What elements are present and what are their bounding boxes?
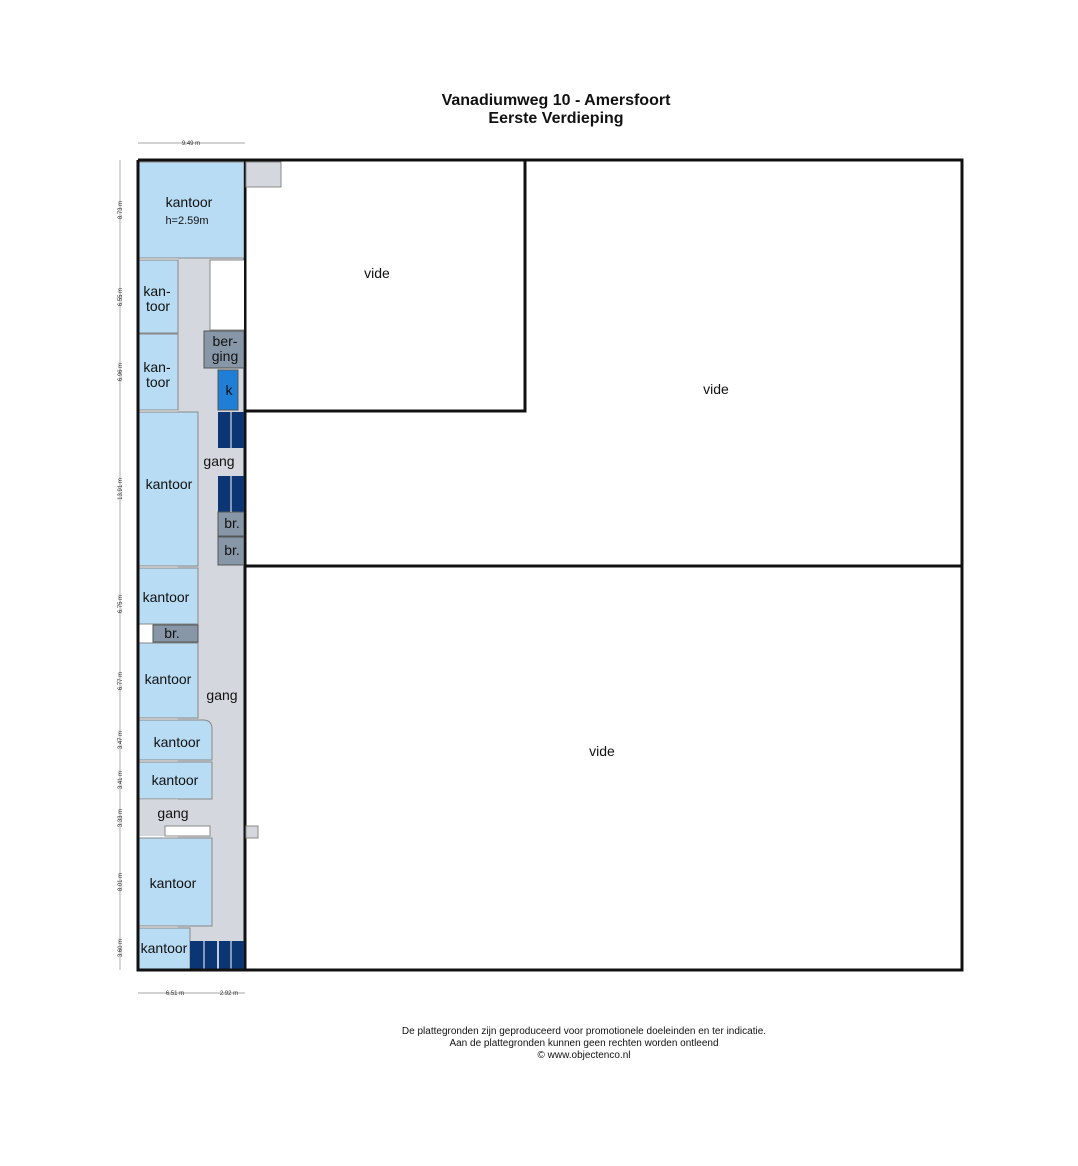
label-bathroom-1: br.	[224, 515, 240, 531]
label-office-3b: toor	[146, 374, 170, 390]
dim-side-8: 3.41 m	[118, 771, 124, 789]
label-office-2b: toor	[146, 298, 170, 314]
label-bathroom-2: br.	[224, 542, 240, 558]
lower-gang-recess	[164, 825, 211, 837]
label-office-top-height: h=2.59m	[165, 215, 208, 227]
label-storage-a: ber-	[213, 333, 238, 349]
label-office-9: kantoor	[150, 875, 197, 891]
office-9	[137, 837, 213, 927]
corridor-bottom-area	[190, 925, 245, 940]
label-bathroom-3: br.	[164, 625, 180, 641]
kitchen	[217, 369, 239, 411]
plan-title: Vanadiumweg 10 - Amersfoort	[441, 92, 671, 109]
bathroom-2	[217, 536, 245, 566]
vide-lower	[243, 564, 964, 972]
dim-top-width: 9.49 m	[182, 141, 200, 147]
label-office-3a: kan-	[143, 359, 171, 375]
dim-side-5: 6.75 m	[118, 595, 124, 613]
label-corridor-upper: gang	[203, 453, 234, 469]
label-storage-b: ging	[212, 348, 238, 364]
office-7	[137, 719, 213, 761]
office-6	[137, 642, 199, 719]
label-office-2a: kan-	[143, 283, 171, 299]
bathroom-3	[152, 624, 199, 643]
label-office-5: kantoor	[143, 589, 190, 605]
dim-side-4: 13.91 m	[118, 478, 124, 500]
dim-side-6: 6.77 m	[118, 672, 124, 690]
label-vide-3: vide	[589, 743, 615, 759]
label-corridor-main: gang	[206, 687, 237, 703]
office-2	[137, 259, 179, 334]
label-office-6: kantoor	[145, 671, 192, 687]
dim-side-11: 3.60 m	[118, 939, 124, 957]
dim-side-1: 8.73 m	[118, 201, 124, 219]
label-office-10: kantoor	[141, 940, 188, 956]
plan-subtitle: Eerste Verdieping	[488, 110, 624, 127]
label-office-top: kantoor	[166, 194, 213, 210]
dim-bottom-left: 6.51 m	[166, 991, 184, 997]
stair-void	[209, 259, 246, 331]
dim-side-9: 3.33 m	[118, 809, 124, 827]
label-office-4: kantoor	[146, 476, 193, 492]
outer-wall-left	[136, 160, 245, 972]
label-vide-1: vide	[364, 265, 390, 281]
dim-side-7: 3.47 m	[118, 731, 124, 749]
dim-bottom-right: 2.92 m	[220, 991, 238, 997]
label-vide-2: vide	[703, 381, 729, 397]
disclaimer-line-1: De plattegronden zijn geproduceerd voor …	[401, 1026, 767, 1037]
office-5	[137, 567, 199, 625]
stair-top	[245, 161, 282, 188]
label-corridor-lower: gang	[157, 805, 188, 821]
dim-side-3: 6.96 m	[118, 363, 124, 381]
stair-lower	[245, 825, 259, 839]
office-3	[137, 333, 179, 411]
label-kitchen: k	[226, 382, 234, 398]
copyright-line: © www.objectenco.nl	[537, 1050, 631, 1061]
office-10	[137, 927, 191, 970]
dim-side-10: 8.01 m	[118, 873, 124, 891]
office-top	[137, 161, 245, 259]
label-office-7: kantoor	[154, 734, 201, 750]
label-office-8: kantoor	[152, 772, 199, 788]
dim-side-2: 6.55 m	[118, 288, 124, 306]
disclaimer-line-2: Aan de plattegronden kunnen geen rechten…	[449, 1038, 719, 1049]
side-dimensions: 8.73 m 6.55 m 6.96 m 13.91 m 6.75 m 6.77…	[118, 201, 124, 957]
vide-upper-left	[243, 158, 527, 413]
